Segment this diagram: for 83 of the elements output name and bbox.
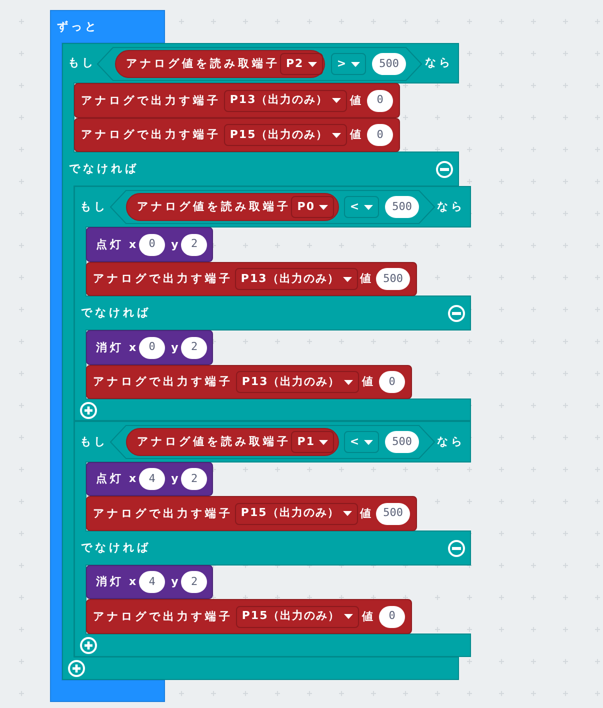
block-label: アナログで出力す端子: [93, 272, 233, 286]
comparison-block: [110, 190, 435, 224]
number-field: 0: [139, 234, 166, 256]
block-label: 値: [350, 128, 364, 142]
keyword-label: もし: [68, 56, 96, 70]
number-field: 2: [181, 234, 208, 256]
led-plot-block: [86, 227, 213, 262]
number-field: 0: [367, 90, 393, 112]
dropdown: <: [344, 196, 380, 218]
block-label: 値: [360, 506, 374, 520]
dropdown: P15（出力のみ）: [236, 606, 360, 628]
analog-write-block: [74, 83, 400, 118]
dropdown: P13（出力のみ）: [236, 371, 360, 393]
comparison-block: [110, 425, 435, 459]
if-else-block: [74, 186, 471, 421]
dropdown: P13（出力のみ）: [224, 90, 348, 112]
block-label: アナログで出力す端子: [93, 506, 233, 520]
dropdown: P0: [291, 196, 334, 218]
analog-write-block: [86, 496, 417, 531]
dropdown: >: [330, 53, 366, 75]
number-field: 2: [181, 571, 208, 593]
parameter-label: x: [129, 472, 136, 486]
block-label: 値: [360, 272, 374, 286]
block-label: アナログで出力す端子: [81, 94, 221, 108]
led-plot-block: [86, 462, 213, 496]
block-label: 消灯: [96, 575, 124, 589]
block-label: 点灯: [96, 472, 124, 486]
parameter-label: y: [171, 340, 178, 354]
number-field: 4: [139, 468, 166, 490]
block-label: アナログ値を読み取端子: [137, 435, 291, 449]
analog-read-block: [126, 193, 339, 221]
dropdown: <: [344, 431, 380, 453]
keyword-label: なら: [437, 200, 465, 214]
if-else-block: [62, 43, 471, 680]
dropdown: P1: [291, 431, 334, 453]
block-label: アナログ値を読み取端子: [137, 200, 291, 214]
block-label: アナログ値を読み取端子: [126, 57, 280, 71]
led-plot-block: [86, 565, 213, 599]
analog-write-block: [74, 118, 400, 152]
parameter-label: x: [129, 340, 136, 354]
number-field: 0: [367, 124, 393, 146]
dropdown: P2: [280, 53, 323, 75]
parameter-label: x: [129, 575, 136, 589]
led-plot-block: [86, 330, 213, 365]
block-label: 点灯: [96, 238, 124, 252]
keyword-label: でなければ: [81, 541, 151, 555]
number-field: 0: [379, 606, 405, 628]
analog-write-block: [86, 262, 417, 296]
number-field: 0: [379, 371, 405, 393]
keyword-label: もし: [80, 434, 108, 448]
number-field: 0: [139, 336, 166, 358]
analog-read-block: [115, 50, 325, 78]
block-label: 値: [362, 375, 376, 389]
keyword-label: でなければ: [81, 306, 151, 320]
analog-read-block: [126, 428, 339, 456]
number-field: 2: [181, 468, 208, 490]
block-label: アナログで出力す端子: [93, 610, 233, 624]
dropdown: P15（出力のみ）: [224, 124, 348, 146]
block-label: アナログで出力す端子: [81, 128, 221, 142]
keyword-label: もし: [80, 200, 108, 214]
keyword-label: ずっと: [57, 20, 99, 34]
dropdown: P13（出力のみ）: [234, 268, 358, 290]
dropdown: P15（出力のみ）: [234, 502, 358, 524]
number-field: 500: [376, 502, 410, 524]
block-label: 値: [362, 610, 376, 624]
parameter-label: x: [129, 238, 136, 252]
parameter-label: y: [171, 472, 178, 486]
keyword-label: なら: [437, 434, 465, 448]
number-field: 4: [139, 571, 166, 593]
forever-block: [50, 10, 165, 702]
number-field: 500: [376, 268, 410, 290]
comparison-block: [97, 47, 422, 81]
block-label: 消灯: [96, 340, 124, 354]
analog-write-block: [86, 599, 412, 634]
parameter-label: y: [171, 238, 178, 252]
parameter-label: y: [171, 575, 178, 589]
if-else-block: [74, 421, 471, 657]
keyword-label: なら: [425, 56, 453, 70]
block-label: 値: [350, 94, 364, 108]
analog-write-block: [86, 365, 412, 399]
block-label: アナログで出力す端子: [93, 375, 233, 389]
number-field: 2: [181, 336, 208, 358]
keyword-label: でなければ: [69, 162, 139, 176]
